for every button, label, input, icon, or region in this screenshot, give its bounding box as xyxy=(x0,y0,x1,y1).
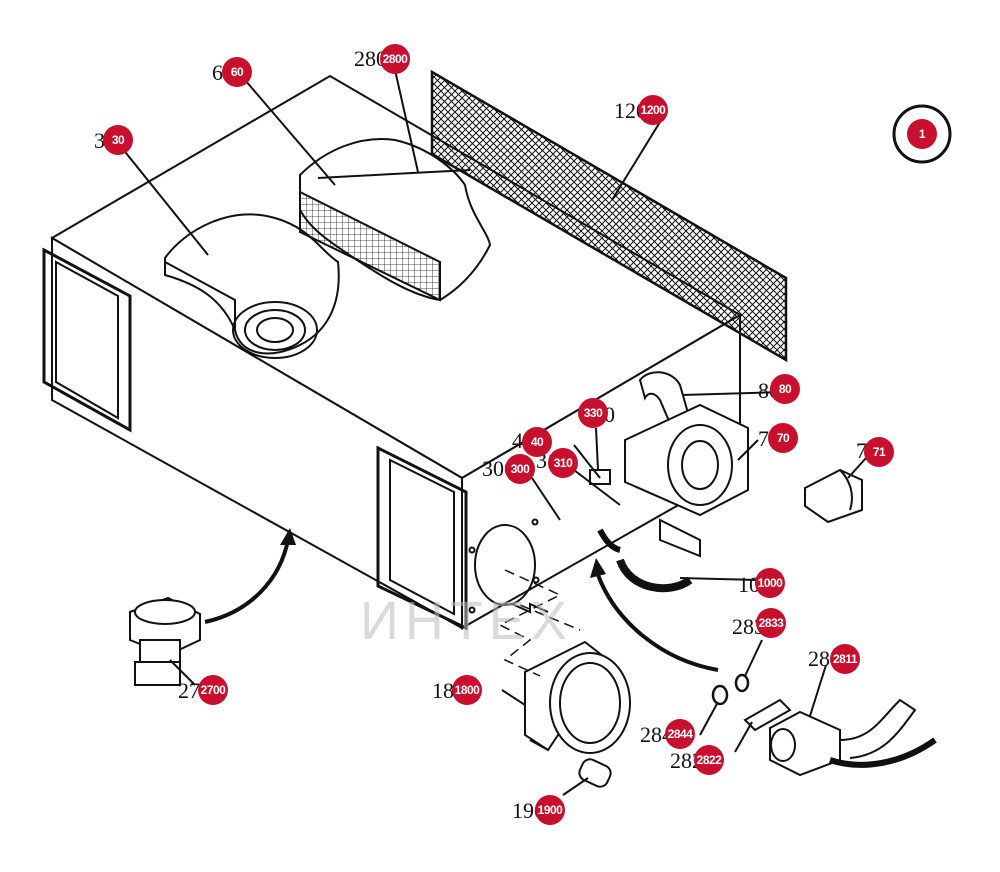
callout-badge-71[interactable]: 71 xyxy=(864,437,894,467)
valve-assembly xyxy=(743,698,937,777)
callout-badge-2700[interactable]: 2700 xyxy=(198,675,228,705)
callout-badge-40[interactable]: 40 xyxy=(522,427,552,457)
drain-fitting xyxy=(129,596,201,686)
page-badge[interactable]: 1 xyxy=(907,119,937,149)
callout-badge-330[interactable]: 330 xyxy=(578,398,608,428)
clip-part xyxy=(804,468,863,524)
fan-cutout xyxy=(164,213,340,359)
callout-badge-1000[interactable]: 1000 xyxy=(755,568,785,598)
assembly-arrows xyxy=(204,539,719,672)
callout-badge-30[interactable]: 30 xyxy=(103,125,133,155)
callout-badge-1900[interactable]: 1900 xyxy=(535,795,565,825)
callout-badge-1800[interactable]: 1800 xyxy=(452,675,482,705)
pump-assembly xyxy=(589,371,749,593)
page-badge-ring xyxy=(892,104,952,164)
mesh-filter-panel xyxy=(430,69,788,363)
leader-lines xyxy=(121,69,867,796)
callout-badge-2800[interactable]: 2800 xyxy=(380,44,410,74)
callout-badge-2811[interactable]: 2811 xyxy=(830,644,860,674)
callout-badge-60[interactable]: 60 xyxy=(222,57,252,87)
callout-badge-2844[interactable]: 2844 xyxy=(665,719,695,749)
arrow-heads xyxy=(280,528,606,578)
callout-badge-80[interactable]: 80 xyxy=(770,374,800,404)
callout-badge-1200[interactable]: 1200 xyxy=(638,95,668,125)
callout-badge-310[interactable]: 310 xyxy=(548,448,578,478)
callout-badge-2822[interactable]: 2822 xyxy=(694,745,724,775)
callout-badge-300[interactable]: 300 xyxy=(505,454,535,484)
pin-part xyxy=(578,758,612,788)
watermark-text: ИНТЕХ xyxy=(360,591,573,651)
alignment-lines xyxy=(498,569,581,677)
washer-parts xyxy=(711,673,750,706)
heat-exchanger-cutout xyxy=(299,138,492,302)
callout-badge-2833[interactable]: 2833 xyxy=(756,608,786,638)
callout-badge-70[interactable]: 70 xyxy=(768,423,798,453)
duct-flange xyxy=(524,640,631,754)
